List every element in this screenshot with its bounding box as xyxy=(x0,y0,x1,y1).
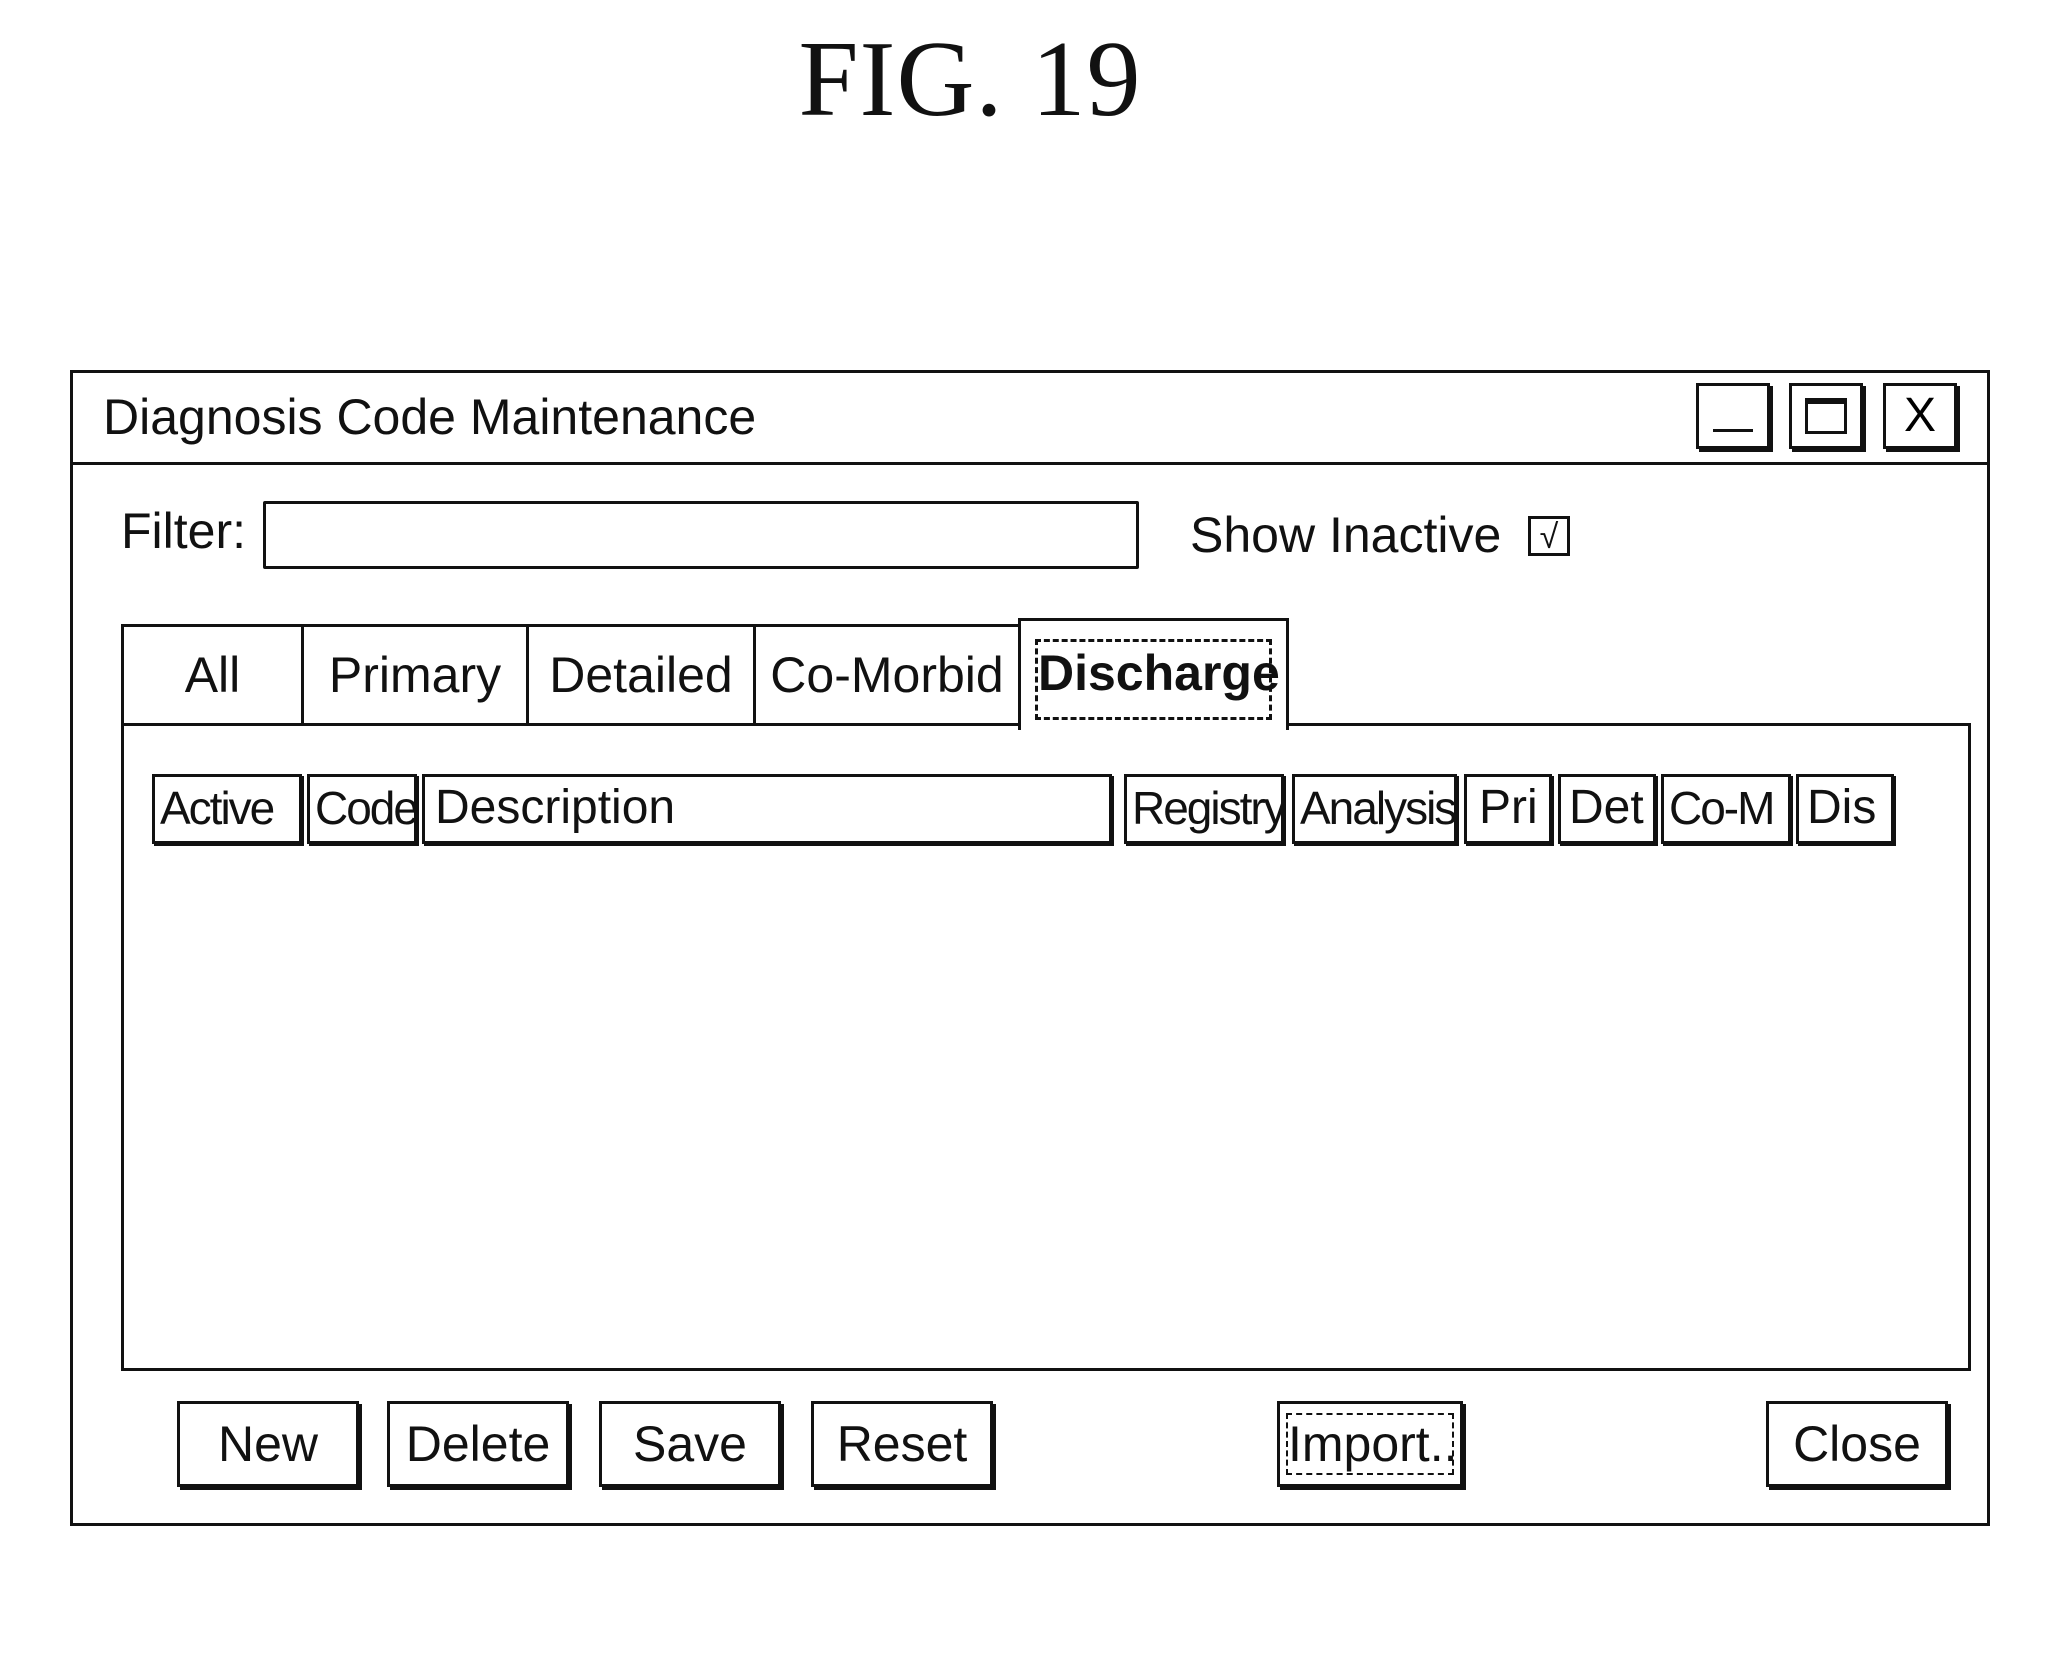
minimize-icon xyxy=(1713,429,1753,432)
column-header-active[interactable]: Active xyxy=(152,774,302,844)
window-title: Diagnosis Code Maintenance xyxy=(103,387,756,447)
filter-input[interactable] xyxy=(263,501,1139,569)
column-header-analysis[interactable]: Analysis xyxy=(1292,774,1457,844)
tab-detailed[interactable]: Detailed xyxy=(526,624,756,726)
new-button[interactable]: New xyxy=(177,1401,359,1487)
column-header-code[interactable]: Code xyxy=(307,774,417,844)
column-header-dis[interactable]: Dis xyxy=(1796,774,1894,844)
minimize-button[interactable] xyxy=(1696,383,1770,449)
column-header-pri[interactable]: Pri xyxy=(1464,774,1552,844)
tab-co-morbid[interactable]: Co-Morbid xyxy=(753,624,1021,726)
tab-all[interactable]: All xyxy=(121,624,304,726)
tab-discharge-label: Discharge xyxy=(1035,639,1272,720)
figure-caption: FIG. 19 xyxy=(0,20,1940,140)
delete-button[interactable]: Delete xyxy=(387,1401,569,1487)
column-header-registry[interactable]: Registry xyxy=(1124,774,1284,844)
checkmark-icon: √ xyxy=(1531,517,1567,557)
maximize-icon xyxy=(1805,398,1847,434)
window-close-button[interactable]: X xyxy=(1883,383,1957,449)
reset-button[interactable]: Reset xyxy=(811,1401,993,1487)
show-inactive-label: Show Inactive xyxy=(1190,505,1501,565)
column-header-description[interactable]: Description xyxy=(422,774,1112,844)
tab-panel: Active Code Description Registry Analysi… xyxy=(121,723,1971,1371)
column-header-det[interactable]: Det xyxy=(1558,774,1656,844)
close-button[interactable]: Close xyxy=(1766,1401,1948,1487)
title-bar: Diagnosis Code Maintenance X xyxy=(73,373,1987,465)
show-inactive-checkbox[interactable]: √ xyxy=(1528,516,1570,556)
diagnosis-code-maintenance-window: Diagnosis Code Maintenance X Filter: Sho… xyxy=(70,370,1990,1526)
maximize-button[interactable] xyxy=(1789,383,1863,449)
filter-label: Filter: xyxy=(121,501,246,561)
tab-discharge[interactable]: Discharge xyxy=(1018,618,1289,730)
column-header-co-m[interactable]: Co-M xyxy=(1661,774,1791,844)
import-button[interactable]: Import.. xyxy=(1277,1401,1463,1487)
import-button-label: Import.. xyxy=(1286,1413,1454,1475)
save-button[interactable]: Save xyxy=(599,1401,781,1487)
close-icon: X xyxy=(1886,390,1954,442)
tab-primary[interactable]: Primary xyxy=(301,624,529,726)
